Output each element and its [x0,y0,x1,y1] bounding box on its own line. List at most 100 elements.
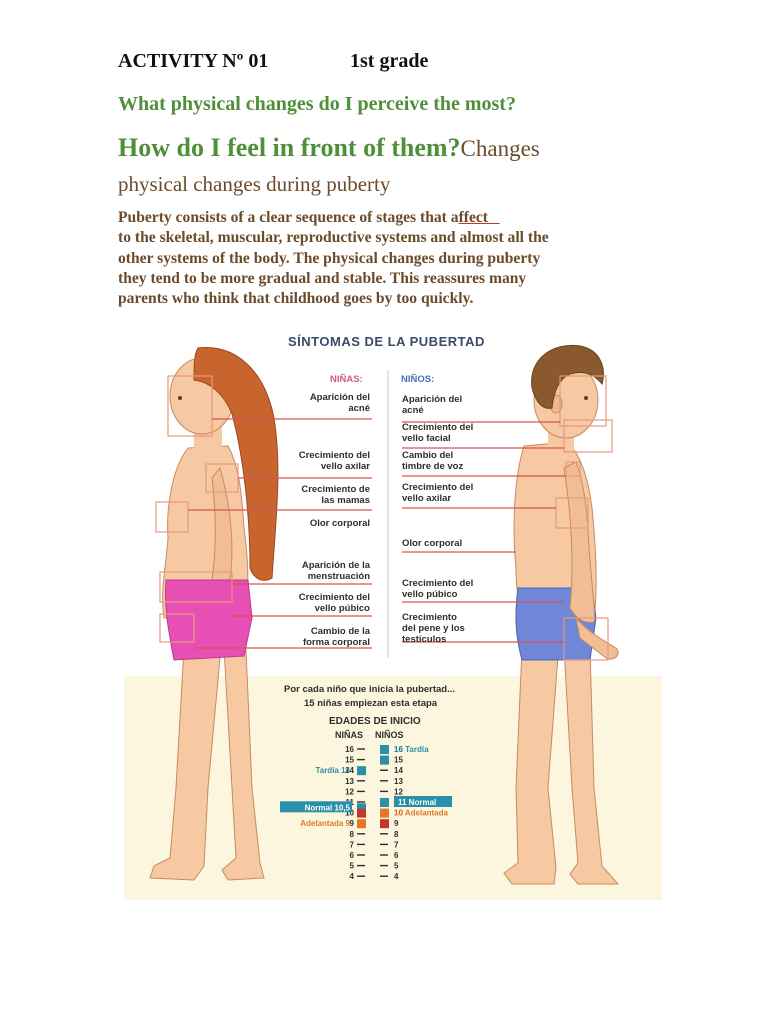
paragraph-line: other systems of the body. The physical … [118,249,541,267]
boy-symptom-label: Olor corporal [402,538,462,549]
boy-age-marker-label: 16 Tardía [394,745,429,754]
age-col-boys: NIÑOS [375,730,404,740]
boy-age-tick: 4 [394,872,399,881]
girl-symptom-label: vello púbico [315,603,371,614]
boy-figure [503,344,620,885]
girl-symptom-label: Cambio de la [311,626,371,637]
boy-age-marker-label: 11 Normal [398,798,436,807]
question-one: What physical changes do I perceive the … [118,93,516,115]
paragraph-line: to the skeletal, muscular, reproductive … [118,229,549,247]
boy-symptom-label: vello axilar [402,493,451,504]
boy-age-tick: 12 [394,787,403,796]
infographic-title: SÍNTOMAS DE LA PUBERTAD [288,334,485,349]
boy-symptom-label: Cambio del [402,450,453,461]
paragraph-line-1: Puberty consists of a clear sequence of … [118,209,500,226]
girl-age-tick: 4 [350,872,355,881]
girl-age-marker-label: Normal 10,5 [305,803,351,812]
paragraph-line: Puberty consists of a clear sequence of … [118,208,638,228]
girl-age-tick: 15 [345,756,354,765]
girl-symptom-label: Aparición del [310,392,370,403]
boy-symptom-label: vello facial [402,433,451,444]
boy-age-tick: 5 [394,862,399,871]
girl-age-marker-label: Tardía 14 [315,766,350,775]
girl-symptom-label: las mamas [321,495,370,506]
boy-age-tick: 14 [394,766,403,775]
boy-age-tick: 6 [394,851,399,860]
girl-normal-badge [280,801,352,813]
boy-symptom-label: acné [402,405,424,416]
girl-age-tick: 9 [350,819,355,828]
girl-symptom-label: Crecimiento del [299,450,370,461]
boy-symptom-label: Crecimiento [402,612,457,623]
boy-symptom-label: Crecimiento del [402,578,473,589]
age-scale: 1616151514141313121211111010998877665544 [345,745,403,881]
boy-age-tick: 15 [394,756,403,765]
age-chart-title: EDADES DE INICIO [329,716,421,727]
boy-age-tick: 8 [394,830,399,839]
girls-column-label: NIÑAS: [330,374,363,385]
question-two: How do I feel in front of them?Changes [118,133,540,163]
boy-age-tick: 9 [394,819,399,828]
girl-age-tick: 14 [345,766,354,775]
girl-symptom-label: menstruación [308,571,370,582]
stat-line-2: 15 niñas empiezan esta etapa [304,698,438,709]
section-subtitle: physical changes during puberty [118,172,391,196]
question-two-tail: Changes [460,136,540,161]
boy-age-marker-bar [380,745,389,754]
question-two-text: How do I feel in front of them? [118,133,461,162]
girl-age-tick: 10 [345,809,354,818]
boy-age-marker-bar [380,819,389,829]
girl-age-tick: 6 [350,851,355,860]
boy-age-tick: 16 [394,745,403,754]
girl-age-tick: 8 [350,830,355,839]
boy-age-tick: 13 [394,777,403,786]
boys-column-label: NIÑOS: [401,374,434,385]
girl-symptom-label: Crecimiento del [299,592,370,603]
girl-symptom-label: Olor corporal [310,518,370,529]
girl-age-tick: 13 [345,777,354,786]
paragraph-line: they tend to be more gradual and stable.… [118,269,527,287]
girl-age-tick: 12 [345,787,354,796]
boy-pointer-boxes [555,375,613,661]
boy-age-tick: 10 [394,809,403,818]
girl-age-marker-bar [357,803,366,813]
puberty-infographic: SÍNTOMAS DE LA PUBERTAD NIÑAS: NIÑOS: [124,318,662,900]
boy-symptom-label: Crecimiento del [402,422,473,433]
age-col-girls: NIÑAS [335,730,363,740]
grade-label: 1st grade [350,50,429,72]
girl-pointer-lines [188,418,372,649]
boy-symptom-label: timbre de voz [402,461,463,472]
underlined-word: ffect [458,209,500,226]
girl-symptom-label: acné [348,403,370,414]
boy-age-marker-bar [380,755,389,765]
boy-symptom-label: Crecimiento del [402,482,473,493]
girl-age-marker-bar [357,808,366,818]
girl-age-marker-bar [357,766,366,776]
boy-symptom-label: Aparición del [402,394,462,405]
boy-symptom-label: testículos [402,634,446,645]
boy-age-tick: 7 [394,840,399,849]
boy-age-marker-label: 10 Adelantada [394,809,448,818]
girl-age-tick: 16 [345,745,354,754]
girl-figure [149,347,279,881]
stat-line-1: Por cada niño que inicia la pubertad... [284,684,455,695]
boy-normal-badge [394,796,452,807]
girl-symptom-label: Crecimiento de [301,484,370,495]
boy-symptom-label: vello púbico [402,589,458,600]
intro-paragraph: Puberty consists of a clear sequence of … [118,208,638,309]
girl-symptom-label: Aparición de la [302,560,371,571]
boy-pointer-lines [402,421,566,643]
girl-age-marker-bar [357,819,366,829]
girl-symptom-label: forma corporal [303,637,370,648]
girl-age-marker-label: Adelantada 9 [300,819,350,828]
girl-symptom-label: vello axilar [321,461,370,472]
girl-age-tick: 7 [350,840,355,849]
boy-symptom-label: del pene y los [402,623,465,634]
boy-age-marker-bar [380,798,389,807]
paragraph-line: parents who think that childhood goes by… [118,290,474,308]
activity-number: ACTIVITY Nº 01 [118,50,269,72]
